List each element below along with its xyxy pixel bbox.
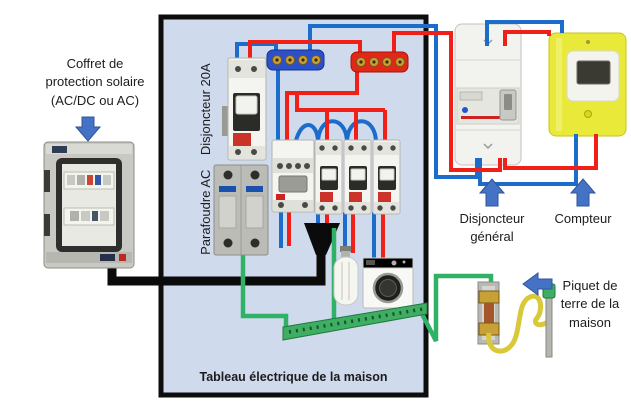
surge-protector-label: Parafoudre AC xyxy=(197,169,213,255)
meter-led xyxy=(586,40,590,44)
washing-machine xyxy=(362,257,414,309)
wire-neutral-breakertop-to-metertop xyxy=(485,20,564,46)
circuit-breaker-2 xyxy=(343,139,372,215)
solar-box-label-line3: (AC/DC ou AC) xyxy=(50,92,140,108)
arrow-down-solar-box xyxy=(74,116,102,142)
wire-live-breakertop-to-metertop xyxy=(503,30,551,46)
earth-rod-label: Piquet de terre de la maison xyxy=(550,277,630,332)
wire-live-20a-to-block xyxy=(248,40,362,60)
rcd-test-button xyxy=(276,194,285,200)
annotation-arrows xyxy=(74,116,597,296)
earth-rod-label-line3: maison xyxy=(569,314,611,330)
meter-button xyxy=(584,110,592,118)
panel-title: Tableau électrique de la maison xyxy=(199,370,388,384)
solar-box-label-line2: protection solaire xyxy=(45,74,145,90)
live-wires xyxy=(248,30,598,262)
circuit-breaker-1 xyxy=(314,139,343,215)
wire-neutral-bridge-3 xyxy=(345,119,378,144)
box-hinge-top xyxy=(44,170,50,192)
box-hinge-bottom xyxy=(44,214,50,236)
spd-label-left xyxy=(219,186,236,192)
meter-device xyxy=(548,32,627,137)
wire-live-breaker-to-meter xyxy=(503,134,598,170)
breaker-bottom-mark xyxy=(483,143,493,150)
solar-cable-arrowhead xyxy=(304,223,340,255)
arrow-up-main-breaker xyxy=(478,178,506,207)
breaker-20a-lever xyxy=(235,95,258,115)
wire-neutral-block-to-mainbreaker xyxy=(308,24,479,179)
box-brand-chip xyxy=(52,146,67,153)
rcd-device xyxy=(271,139,315,213)
neutral-terminal-block xyxy=(266,49,325,71)
wire-earth-spd xyxy=(240,253,289,330)
earth-rod-label-line1: Piquet de xyxy=(562,278,618,293)
breaker-red-stripe xyxy=(461,116,505,119)
clamp-top xyxy=(478,290,500,304)
meter-screen xyxy=(576,60,611,85)
breaker-indicator-dot xyxy=(462,107,468,113)
spd-label-right xyxy=(246,186,263,192)
spd-cartridge-right xyxy=(245,195,264,229)
circuit-breaker-3 xyxy=(372,139,401,215)
wire-live-block-to-rcd xyxy=(285,68,359,170)
wire-earth-yellow-to-rod xyxy=(486,293,551,354)
wire-earth-bar-to-rod-link xyxy=(419,273,494,343)
washer-knob xyxy=(391,260,397,266)
washer-display xyxy=(366,260,375,265)
arrow-left-earth-rod xyxy=(522,272,553,296)
wire-live-block-to-mainbreaker xyxy=(392,31,502,172)
breaker-20a-sticker xyxy=(233,133,251,146)
earth-rod-label-line2: terre de la xyxy=(560,296,620,312)
wire-live-distribution-bus xyxy=(295,95,387,144)
solar-cable xyxy=(107,223,340,286)
rcd-toggle xyxy=(278,175,308,193)
surge-protector-device xyxy=(213,164,269,256)
live-terminal-block xyxy=(350,51,409,73)
box-red-dot xyxy=(119,254,126,261)
main-breaker-label: Disjoncteur général xyxy=(442,210,542,247)
solar-box-label: Coffret de protection solaire (AC/DC ou … xyxy=(28,55,162,110)
main-breaker-label-line1: Disjoncteur xyxy=(459,211,525,226)
breaker-20a-device xyxy=(222,57,267,161)
solar-box-label-line1: Coffret de xyxy=(66,56,124,71)
main-breaker-device xyxy=(454,23,522,166)
box-label-chip xyxy=(100,254,115,261)
clamp-strap xyxy=(484,303,494,323)
arrow-up-meter xyxy=(569,178,597,207)
solar-protection-box xyxy=(43,141,135,269)
earth-terminal-bar xyxy=(282,302,428,341)
meter-label: Compteur xyxy=(554,211,612,226)
lamp xyxy=(333,246,359,306)
spd-cartridge-left xyxy=(218,195,237,229)
main-breaker-label-line2: général xyxy=(470,229,514,245)
breaker-20a-label: Disjoncteur 20A xyxy=(197,63,213,156)
